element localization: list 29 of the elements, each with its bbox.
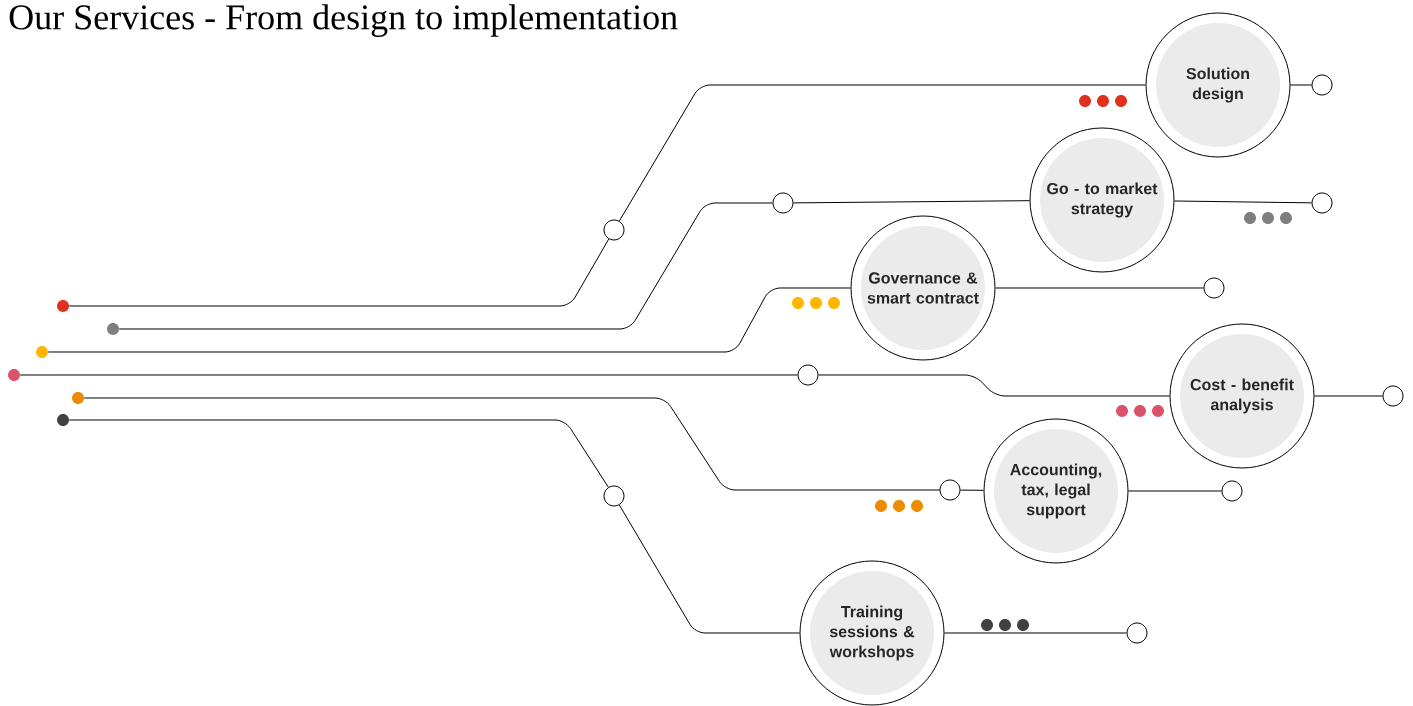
connector-line <box>1174 200 1312 204</box>
connector-line <box>1314 395 1383 397</box>
end-circle <box>1203 277 1225 299</box>
connector-line <box>47 287 851 353</box>
junction-circle <box>939 479 961 501</box>
connector-line <box>618 84 1146 222</box>
connector-line <box>1290 84 1312 86</box>
end-circle <box>1221 480 1243 502</box>
connector-line <box>960 489 984 491</box>
end-circle <box>1311 74 1333 96</box>
end-circle <box>1382 385 1404 407</box>
end-circle <box>1126 622 1148 644</box>
junction-circle <box>603 219 625 241</box>
end-circle <box>1311 192 1333 214</box>
connector-line <box>83 397 940 491</box>
connector-line <box>944 632 1127 634</box>
connector-line <box>793 200 1030 204</box>
junction-circle <box>603 485 625 507</box>
connector-line <box>118 202 773 330</box>
connector-line <box>1128 490 1222 492</box>
title: Our Services - From design to implementation <box>9 4 678 37</box>
connector-line <box>995 287 1204 289</box>
connector-line <box>68 238 610 307</box>
connector-line <box>68 419 609 488</box>
connector-line <box>618 504 800 634</box>
connector-line <box>19 374 798 376</box>
connector-line <box>818 374 1170 397</box>
junction-circle <box>797 364 819 386</box>
junction-circle <box>772 192 794 214</box>
